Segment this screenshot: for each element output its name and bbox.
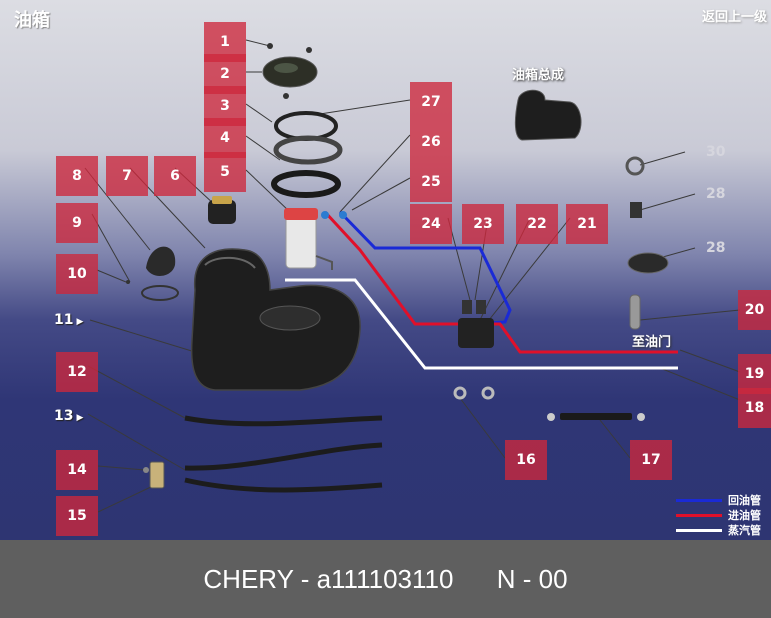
tank-pump-port bbox=[259, 305, 321, 331]
pump-fitting-2 bbox=[339, 211, 347, 219]
callout-26[interactable]: 26 bbox=[410, 122, 452, 162]
triangle-right-icon: ▶ bbox=[76, 317, 84, 327]
footer-version: N - 00 bbox=[496, 563, 568, 594]
callout-13[interactable]: 13▶ bbox=[54, 408, 83, 424]
leader-lines bbox=[84, 39, 741, 513]
sensor-part bbox=[630, 202, 642, 218]
clamp-nut-1 bbox=[547, 413, 555, 421]
callout-8[interactable]: 8 bbox=[56, 156, 98, 196]
callout-18[interactable]: 18 bbox=[738, 388, 771, 428]
footer-bar: CHERY - a111103110 N - 00 bbox=[0, 540, 771, 618]
callout-4[interactable]: 4 bbox=[204, 118, 246, 158]
filler-valve-top bbox=[212, 196, 232, 204]
parts-diagram bbox=[84, 39, 741, 513]
callout-10[interactable]: 10 bbox=[56, 254, 98, 294]
seal-ring bbox=[274, 111, 338, 141]
tank-assembly-thumbnail bbox=[514, 89, 582, 141]
screw-2 bbox=[306, 47, 312, 53]
pump-float-arm bbox=[315, 255, 333, 270]
pipe-clamp-bar bbox=[560, 413, 632, 420]
legend-vapor-label: 蒸汽管 bbox=[728, 524, 761, 537]
callout-28a[interactable]: 28 bbox=[706, 186, 726, 202]
filler-neck-seal bbox=[627, 252, 669, 274]
legend-return-swatch bbox=[676, 498, 722, 502]
callout-28b[interactable]: 28 bbox=[706, 240, 726, 256]
legend-feed-label: 进油管 bbox=[728, 509, 761, 522]
fuel-pump-top bbox=[284, 208, 318, 220]
tank-strap-2 bbox=[184, 442, 383, 471]
callout-23[interactable]: 23 bbox=[462, 204, 504, 244]
spring-clip bbox=[625, 156, 645, 176]
pump-cover-highlight bbox=[274, 63, 298, 73]
screw-1 bbox=[267, 43, 273, 49]
to-filler-label: 至油门 bbox=[632, 335, 672, 350]
callout-7[interactable]: 7 bbox=[106, 156, 148, 196]
feed-pipe bbox=[323, 210, 678, 354]
lock-ring bbox=[273, 135, 343, 165]
diagram-stage: 油箱 返回上一级 油箱总成 至油门 1 2 3 4 5 6 7 8 9 10 1… bbox=[0, 0, 771, 540]
page-title: 油箱 bbox=[14, 10, 50, 31]
hose-coil bbox=[146, 246, 176, 276]
callout-27[interactable]: 27 bbox=[410, 82, 452, 122]
filler-valve bbox=[208, 200, 236, 224]
callout-14[interactable]: 14 bbox=[56, 450, 98, 490]
callout-17[interactable]: 17 bbox=[630, 440, 672, 480]
hose-clamp bbox=[141, 285, 179, 301]
legend-feed-swatch bbox=[676, 513, 722, 517]
callout-11[interactable]: 11▶ bbox=[54, 312, 83, 328]
callout-11-text: 11 bbox=[54, 312, 74, 328]
callout-5[interactable]: 5 bbox=[204, 152, 246, 192]
legend-vapor-swatch bbox=[676, 528, 722, 532]
callout-6[interactable]: 6 bbox=[154, 156, 196, 196]
triangle-right-icon: ▶ bbox=[76, 413, 84, 423]
assembly-label: 油箱总成 bbox=[512, 68, 565, 83]
washer-2 bbox=[481, 386, 495, 400]
back-link[interactable]: 返回上一级 bbox=[701, 10, 767, 25]
tank-strap-3 bbox=[184, 477, 383, 493]
pump-fitting-1 bbox=[321, 211, 329, 219]
legend-feed: 进油管 bbox=[676, 508, 761, 522]
callout-16[interactable]: 16 bbox=[505, 440, 547, 480]
footer-part-number: CHERY - a111103110 bbox=[203, 563, 454, 594]
callout-25[interactable]: 25 bbox=[410, 162, 452, 202]
callout-9[interactable]: 9 bbox=[56, 203, 98, 243]
vapor-pipe bbox=[285, 278, 678, 370]
callout-22[interactable]: 22 bbox=[516, 204, 558, 244]
screw-3 bbox=[283, 93, 289, 99]
gasket-ring bbox=[271, 170, 341, 198]
legend-return: 回油管 bbox=[676, 493, 761, 507]
legend-return-label: 回油管 bbox=[728, 494, 761, 507]
small-screw bbox=[126, 280, 130, 284]
callout-13-text: 13 bbox=[54, 408, 74, 424]
strap-bolt bbox=[143, 467, 149, 473]
callout-24[interactable]: 24 bbox=[410, 204, 452, 244]
callout-21[interactable]: 21 bbox=[566, 204, 608, 244]
callout-30[interactable]: 30 bbox=[706, 144, 726, 160]
valve-connector-1 bbox=[462, 300, 472, 314]
clamp-nut-2 bbox=[637, 413, 645, 421]
hose-bracket bbox=[629, 294, 641, 330]
callout-19[interactable]: 19 bbox=[738, 354, 771, 394]
legend-vapor: 蒸汽管 bbox=[676, 523, 761, 537]
washer-1 bbox=[453, 386, 467, 400]
carbon-canister-valve bbox=[458, 318, 494, 348]
callout-15[interactable]: 15 bbox=[56, 496, 98, 536]
valve-connector-2 bbox=[476, 300, 486, 314]
tank-highlight bbox=[204, 256, 256, 269]
callout-12[interactable]: 12 bbox=[56, 352, 98, 392]
callout-20[interactable]: 20 bbox=[738, 290, 771, 330]
tank-strap-1 bbox=[184, 415, 383, 427]
footer-gap bbox=[453, 564, 496, 595]
strap-bracket bbox=[149, 461, 165, 489]
